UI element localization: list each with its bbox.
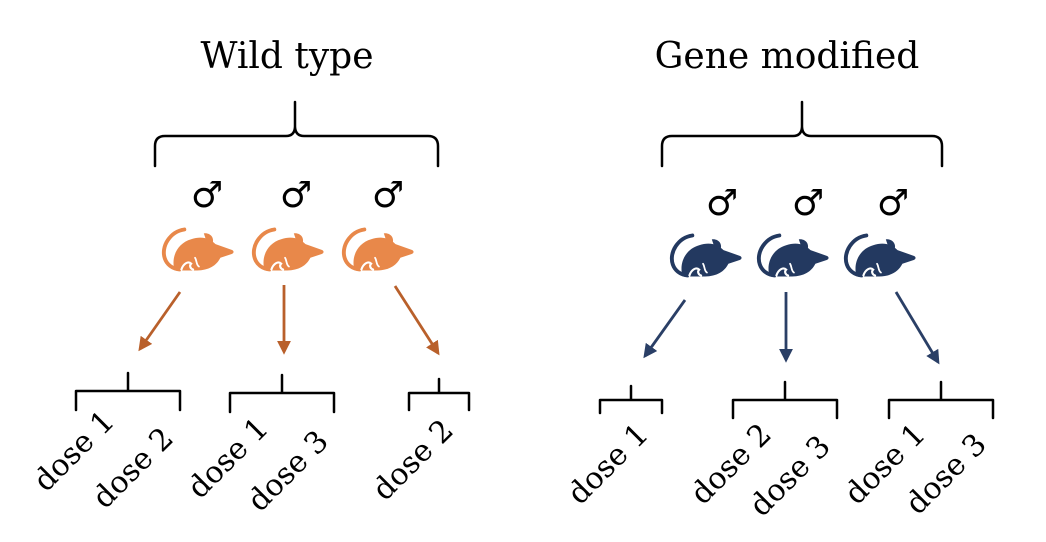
mouse-icon: [669, 233, 744, 279]
group-brace: [153, 100, 440, 168]
male-symbol-icon: ♂: [877, 183, 909, 224]
group-brace: [660, 100, 944, 168]
arrow: [138, 291, 182, 352]
dose-brace: [407, 377, 471, 412]
dose-label: dose 1: [561, 417, 656, 512]
male-symbol-icon: ♂: [792, 183, 824, 224]
mouse-icon: [251, 227, 326, 273]
dose-brace: [887, 380, 995, 420]
mouse-icon: [843, 233, 918, 279]
mouse-icon: [161, 227, 236, 273]
group-title: Gene modified: [655, 36, 920, 77]
dose-brace: [228, 373, 336, 414]
mouse-icon: [756, 233, 831, 279]
group-title: Wild type: [200, 36, 373, 77]
dose-brace: [598, 384, 664, 415]
male-symbol-icon: ♂: [280, 175, 312, 216]
dose-label: dose 2: [366, 413, 461, 508]
arrow: [393, 285, 440, 356]
dose-brace: [731, 380, 839, 420]
mouse-icon: [341, 227, 416, 273]
male-symbol-icon: ♂: [372, 175, 404, 216]
dose-brace: [74, 371, 182, 412]
male-symbol-icon: ♂: [706, 183, 738, 224]
arrow: [643, 299, 687, 359]
group-gene-modified: Gene modified ♂ ♂ ♂ dose 1 dose 2 dose 3…: [561, 36, 995, 524]
male-symbol-icon: ♂: [191, 175, 223, 216]
group-wild-type: Wild type ♂ ♂ ♂ dose 1 dose 2 dose 1 dos…: [27, 36, 471, 519]
arrow: [894, 291, 940, 365]
